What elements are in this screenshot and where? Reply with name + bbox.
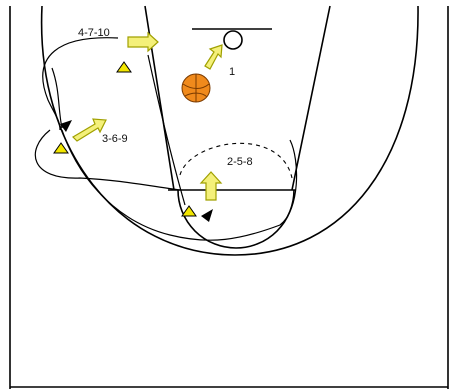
three-point-arc: [40, 5, 419, 256]
arrow-icon-wing: [72, 118, 107, 142]
cut-path-top-to-wing: [42, 37, 119, 131]
screen-flag-icon-lane: [201, 209, 213, 222]
screen-flag-icon-wing: [60, 120, 72, 132]
cut-path-baseline: [61, 129, 298, 241]
cut-path-top-down: [147, 54, 186, 206]
label-player-wing: 3-6-9: [102, 133, 128, 145]
triangle-player-icon-wing: [53, 142, 69, 154]
free-throw-circle-top: [179, 142, 293, 179]
label-player-top: 4-7-10: [78, 27, 110, 39]
basketball-icon: [181, 73, 211, 103]
triangle-player-icon-lane: [181, 205, 197, 217]
label-player-lane: 2-5-8: [227, 156, 253, 168]
arrow-icon-top: [127, 31, 159, 53]
lane-right-line: [291, 5, 331, 191]
arrow-icon-ball: [204, 44, 223, 70]
arrow-icon-lane: [199, 171, 223, 201]
triangle-player-icon-top: [116, 61, 132, 73]
cut-path-wing-to-lane: [34, 129, 181, 191]
rim: [223, 30, 243, 50]
label-ball-handler: 1: [229, 66, 235, 78]
cut-path-inner: [51, 67, 63, 129]
